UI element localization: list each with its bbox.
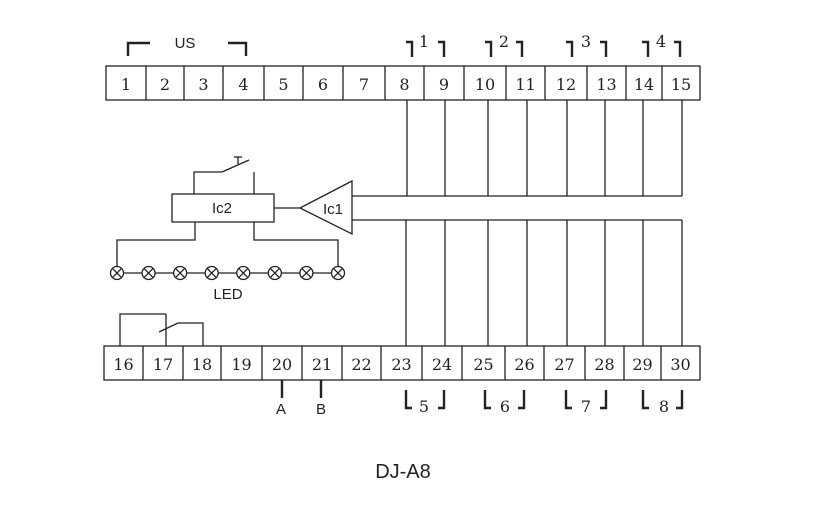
terminal-1: 1 <box>121 75 131 94</box>
terminal-18: 18 <box>192 355 212 374</box>
led-indicator-icon <box>109 265 125 281</box>
terminal-7: 7 <box>359 75 369 94</box>
terminal-3: 3 <box>198 75 208 94</box>
led-indicator-icon <box>141 265 156 281</box>
terminal-29: 29 <box>632 355 652 374</box>
bottom-group-label-7: 7 <box>581 397 591 416</box>
relay-contact <box>119 313 204 346</box>
bottom-channel-brackets: 5 6 7 8 <box>404 390 684 416</box>
input-wires <box>352 100 683 197</box>
terminal-27: 27 <box>554 355 574 374</box>
terminal-2: 2 <box>160 75 170 94</box>
output-wires <box>352 219 683 346</box>
bus-label-a: A <box>276 401 286 418</box>
us-group-bracket: US <box>126 35 248 56</box>
led-indicator-icon <box>172 265 188 281</box>
terminal-6: 6 <box>318 75 328 94</box>
top-group-label-1: 1 <box>419 32 429 51</box>
led-wiring: LED <box>109 222 346 303</box>
terminal-17: 17 <box>153 355 173 374</box>
bottom-group-label-5: 5 <box>419 397 429 416</box>
bottom-group-label-8: 8 <box>659 397 669 416</box>
led-indicator-icon <box>299 265 314 281</box>
terminal-11: 11 <box>515 75 535 94</box>
terminal-24: 24 <box>432 355 452 374</box>
terminal-12: 12 <box>556 75 576 94</box>
led-indicator-icon <box>330 265 346 281</box>
terminal-30: 30 <box>670 355 690 374</box>
terminal-10: 10 <box>475 75 495 94</box>
ic1-label: Ic1 <box>323 201 343 218</box>
terminal-14: 14 <box>634 75 654 94</box>
ic2-chip: Ic2 <box>171 193 275 223</box>
terminal-20: 20 <box>272 355 292 374</box>
terminal-8: 8 <box>399 75 409 94</box>
ic1-amplifier: Ic1 <box>298 179 353 236</box>
top-group-label-2: 2 <box>499 32 509 51</box>
terminal-25: 25 <box>473 355 493 374</box>
led-indicator-icon <box>204 265 219 281</box>
terminal-5: 5 <box>278 75 288 94</box>
diagram-title: DJ-A8 <box>375 461 431 483</box>
led-indicator-icon <box>267 265 283 281</box>
terminal-23: 23 <box>391 355 411 374</box>
terminal-4: 4 <box>238 75 248 94</box>
led-label: LED <box>213 286 242 303</box>
top-channel-brackets: 1 2 3 4 <box>406 32 682 57</box>
bus-taps: A B <box>276 380 326 418</box>
top-group-label-3: 3 <box>581 32 591 51</box>
bottom-group-label-6: 6 <box>500 397 510 416</box>
terminal-9: 9 <box>439 75 449 94</box>
us-group-label: US <box>175 35 196 52</box>
terminal-22: 22 <box>351 355 371 374</box>
terminal-28: 28 <box>594 355 614 374</box>
terminal-15: 15 <box>671 75 691 94</box>
top-group-label-4: 4 <box>656 32 666 51</box>
terminal-26: 26 <box>514 355 534 374</box>
bus-label-b: B <box>316 401 326 418</box>
ic2-label: Ic2 <box>212 200 232 217</box>
bottom-terminal-strip: 16 17 18 19 20 21 22 23 24 25 26 27 28 29 30 <box>103 345 701 381</box>
terminal-16: 16 <box>113 355 133 374</box>
led-indicator-icon <box>236 265 251 281</box>
terminal-13: 13 <box>596 75 616 94</box>
terminal-21: 21 <box>312 355 332 374</box>
ic2-switch <box>193 156 255 194</box>
terminal-19: 19 <box>231 355 251 374</box>
